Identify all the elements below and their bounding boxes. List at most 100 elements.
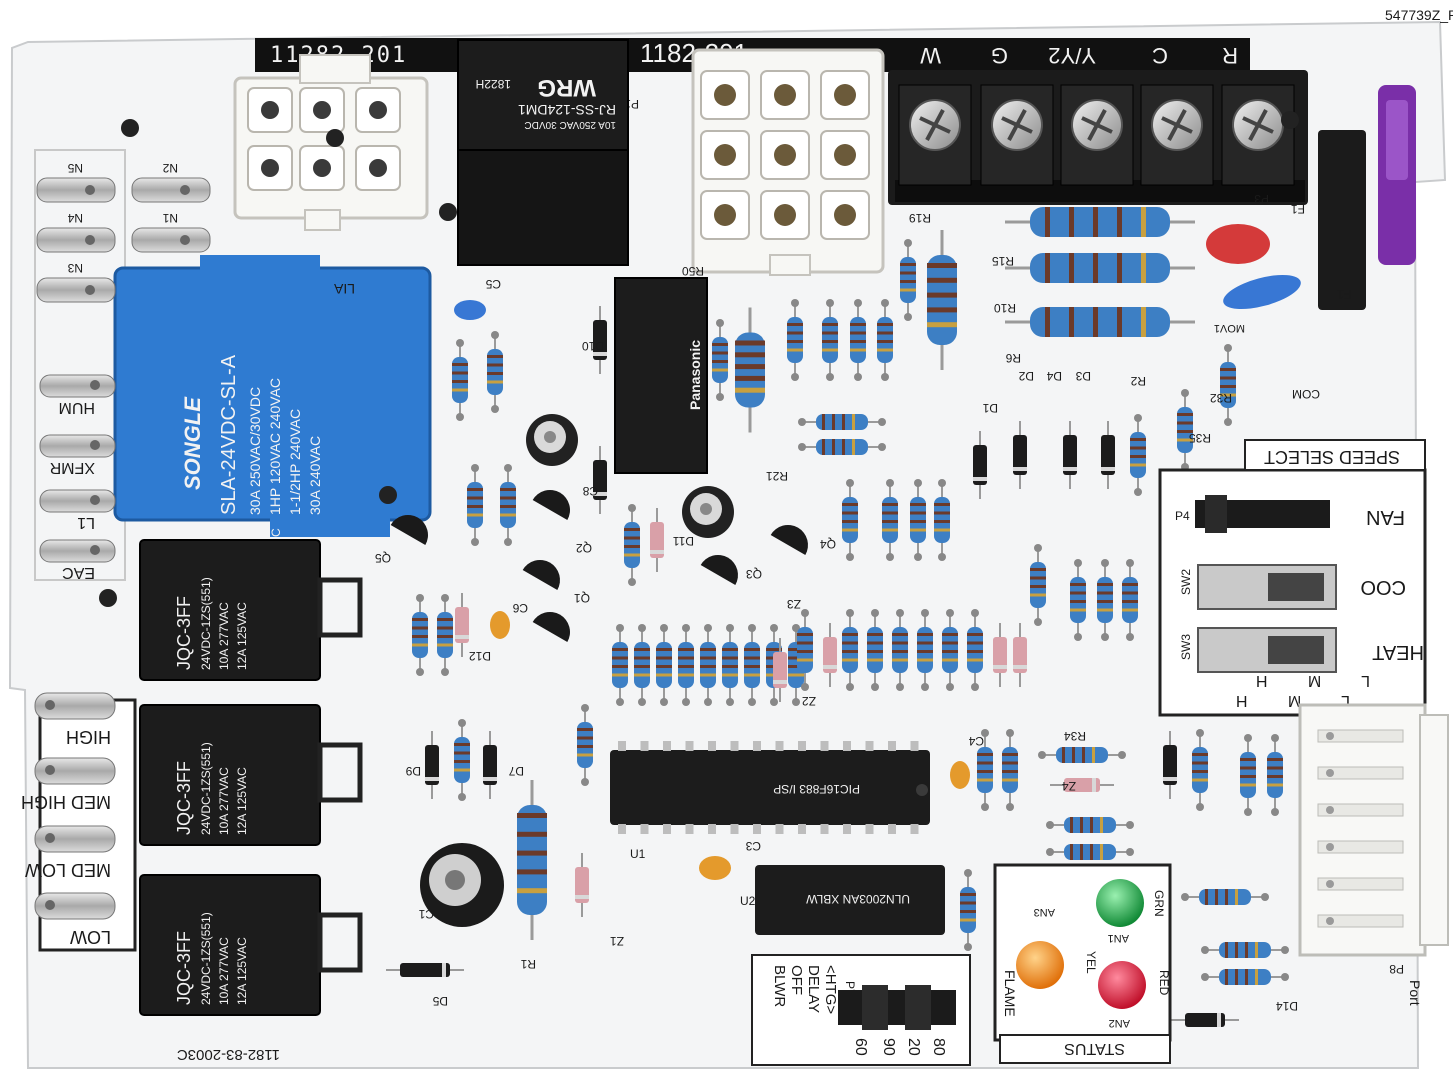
resistor [797,609,813,691]
transistor-q4 [532,612,570,642]
panasonic-relay: Panasonic [614,277,708,474]
transistor-q3 [522,560,560,590]
molex-pin [355,87,401,133]
svg-text:BLWR: BLWR [771,965,788,1007]
neutral-terminal-n2[interactable]: N2 [131,161,211,203]
ref-c3: C3 [745,839,761,853]
neutral-terminal-n4[interactable]: N4 [36,211,116,253]
film-cap [1206,224,1270,264]
diode [823,623,837,687]
motor-terminal-low[interactable]: LOW [34,892,116,947]
screw-terminal-r[interactable] [1221,84,1295,186]
svg-text:1HP 120VAC 240VAC: 1HP 120VAC 240VAC [267,378,283,515]
svg-text:OFF: OFF [788,965,805,995]
svg-text:1822H: 1822H [476,77,511,91]
driver-ic: ULN2003AN XBLW U2 [740,865,945,935]
p8-pin [1317,803,1404,817]
resistor [867,609,883,691]
screw-label-2: Y/Y2 [1048,43,1096,68]
electrolytic-cap-large [420,843,504,927]
resistor [577,704,593,786]
resistor [1038,747,1126,763]
spade-terminal-l1[interactable]: L1 [39,489,116,531]
neutral-terminal-n3[interactable]: N3 [36,261,116,303]
diode [593,446,607,514]
spade-terminal-hum[interactable]: HUM [39,374,116,416]
c6-cap [490,611,510,639]
spade-terminal-xfmr[interactable]: XFMR [39,434,116,476]
svg-text:24VDC-1ZS(551): 24VDC-1ZS(551) [199,742,213,835]
molex-pin [760,130,810,180]
heat-label: HEAT [1372,641,1424,663]
mounting-hole [439,203,457,221]
resistor [917,609,933,691]
svg-text:YEL: YEL [1084,951,1098,974]
p8-pin [1317,877,1404,891]
ref-z4: Z4 [1062,779,1076,793]
screw-terminal-g[interactable] [980,84,1054,186]
cool-switch[interactable]: SW2 COO [1179,564,1406,610]
ref-r32: R32 [1210,391,1232,405]
motor-terminal-med-high[interactable]: MED HIGH [21,757,116,812]
ref-r35: R35 [1189,431,1211,445]
ref-d1: D1 [982,401,998,415]
resistor [892,609,908,691]
resistor [967,609,983,691]
resistor [942,609,958,691]
ref-d14: D14 [1276,999,1298,1013]
svg-text:JQC-3FF: JQC-3FF [174,931,194,1005]
svg-text:AN3: AN3 [1034,906,1055,918]
molex-pin [820,130,870,180]
neutral-terminal-n5[interactable]: N5 [36,161,116,203]
c4-cap [950,761,970,789]
resistor [798,439,886,455]
c3-cap [699,856,731,880]
neutral-terminal-n1[interactable]: N1 [131,211,211,253]
svg-text:12A 125VAC: 12A 125VAC [235,937,249,1005]
resistor [1002,729,1018,811]
svg-text:10A 277VAC: 10A 277VAC [217,767,231,835]
ref-r10: R10 [994,301,1016,315]
ref-r15: R15 [992,254,1014,268]
svg-text:LOW: LOW [70,927,111,947]
heat-switch[interactable]: SW3 HEAT [1179,627,1424,673]
ref-d2: D2 [1018,369,1034,383]
svg-text:Port: Port [1407,980,1423,1006]
power-resistor [735,307,765,433]
fan-jumper[interactable]: P4 FAN [1175,495,1405,533]
svg-text:MOV1: MOV1 [1214,322,1245,334]
songle-relay: SONGLE SLA-24VDC-SL-A 30A 250VAC/30VDC 1… [113,255,432,555]
ref-q3: Q3 [746,567,762,581]
resistor [1030,544,1046,626]
resistor [612,624,628,706]
motor-terminal-high[interactable]: HIGH [34,692,116,747]
resistor [678,624,694,706]
led-yellow: YEL AN3 [1016,906,1098,989]
diode [973,431,987,499]
resistor [1122,559,1138,641]
ref-c4: C4 [968,734,984,748]
ref-d7: D7 [508,764,524,778]
screw-terminal-w[interactable] [898,84,972,186]
svg-text:DELAY: DELAY [805,965,822,1013]
svg-text:24VDC-1ZS(551): 24VDC-1ZS(551) [199,577,213,670]
svg-text:F1: F1 [1291,202,1305,216]
spade-terminal-eac[interactable]: EAC [39,539,116,581]
screw-terminal-c[interactable] [1140,84,1214,186]
motor-terminal-med-low[interactable]: MED LOW [25,825,116,880]
resistor [842,609,858,691]
resistor [500,464,516,546]
svg-text:L1: L1 [77,514,95,531]
screw-terminal-y-y2[interactable] [1060,84,1134,186]
resistor [877,299,893,381]
ref-z3: Z3 [787,597,801,611]
svg-text:N5: N5 [67,161,83,175]
svg-text:N2: N2 [162,161,178,175]
resistor [412,594,428,676]
connector-p8: P8 Port [1298,703,1449,1006]
mov1 [1223,274,1301,310]
resistor [977,729,993,811]
ref-q2: Q2 [576,541,592,555]
fan-label: FAN [1366,506,1405,528]
